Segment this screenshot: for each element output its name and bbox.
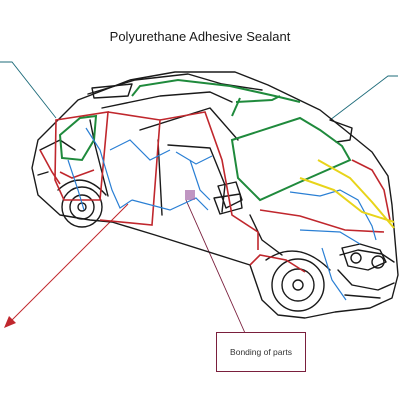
leader-line-top-left [0,61,57,119]
car-body [31,71,399,319]
door-handle-patch [185,190,195,200]
callout-box: Bonding of parts [216,332,306,372]
arrow-icon [4,203,129,328]
wiring-lines [67,127,377,301]
leader-line-callout [185,199,246,334]
structural-sealant-lines [39,111,391,273]
diagram-title: Polyurethane Adhesive Sealant [109,29,291,44]
leader-line-top-right [329,75,398,121]
accent-yellow-lines [299,159,395,229]
